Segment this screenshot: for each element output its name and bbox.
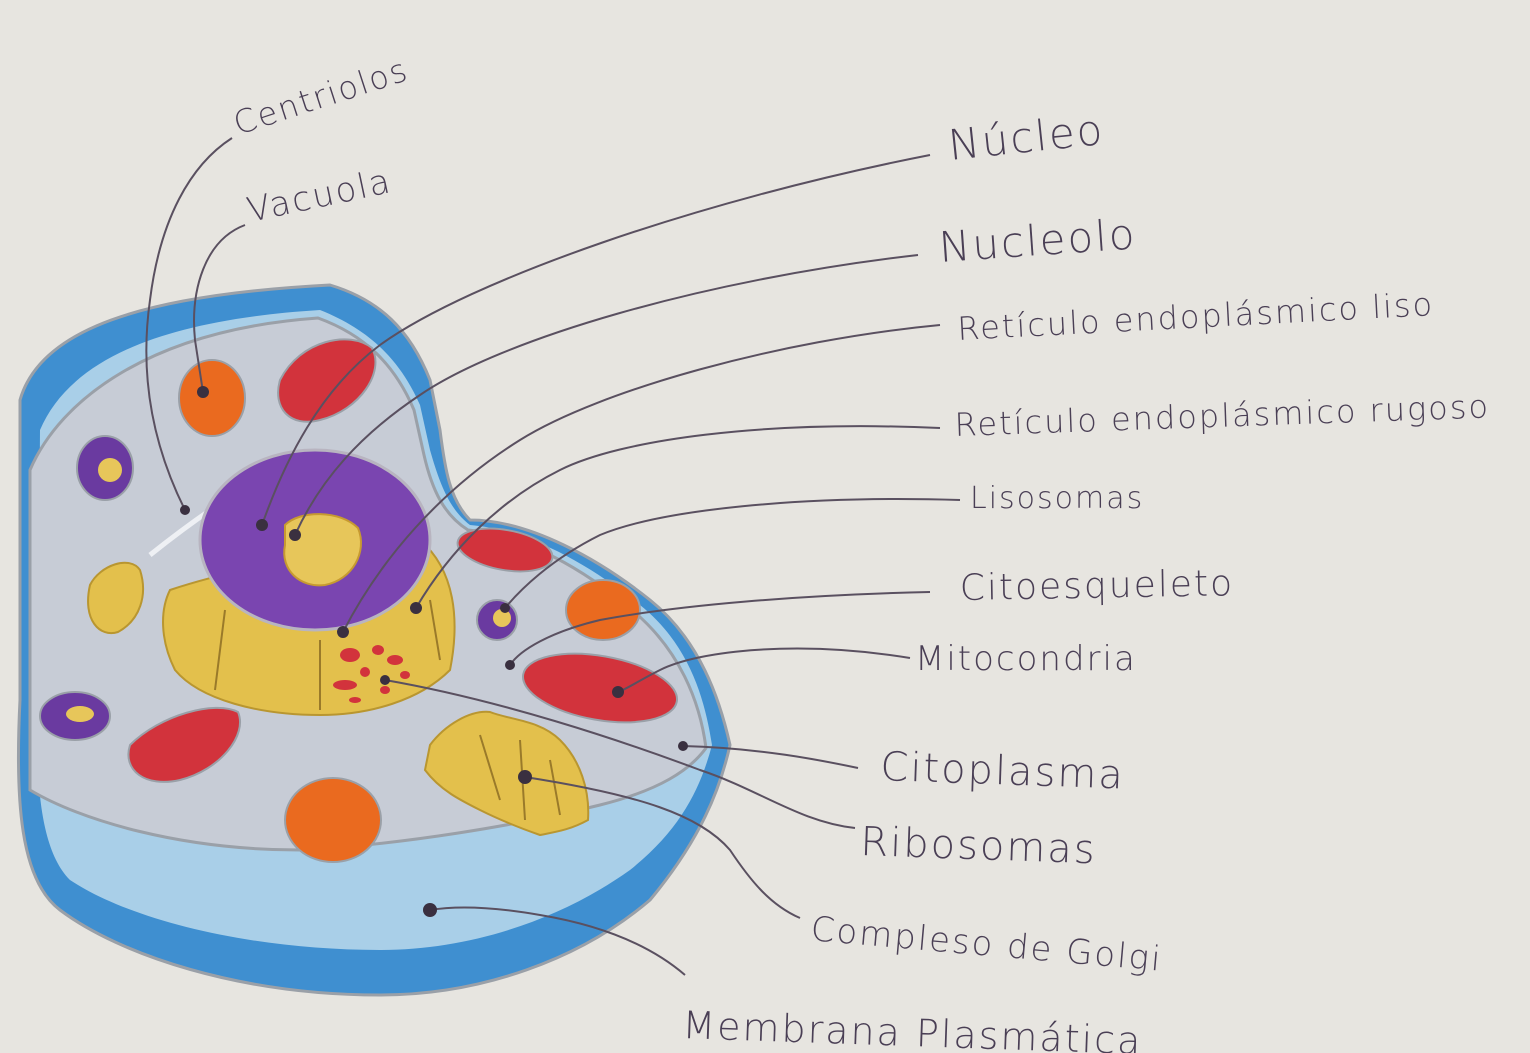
label-reticulo-liso: Retículo endoplásmico liso [956,285,1435,348]
label-mitocondria: Mitocondria [915,639,1137,679]
label-golgi: Compleso de Golgi [809,909,1164,980]
label-vacuola: Vacuola [244,161,396,231]
label-nucleo: Núcleo [946,105,1107,170]
label-citoplasma: Citoplasma [880,744,1126,799]
label-membrana: Membrana Plasmática [682,1003,1143,1053]
label-nucleolo: Nucleolo [937,209,1138,272]
label-ribosomas: Ribosomas [860,819,1098,873]
label-citoesqueleto: Citoesqueleto [959,563,1234,609]
label-reticulo-rugoso: Retículo endoplásmico rugoso [954,387,1491,444]
label-centriolos: Centriolos [229,50,413,142]
label-lisosomas: Lisosomas [970,481,1144,516]
